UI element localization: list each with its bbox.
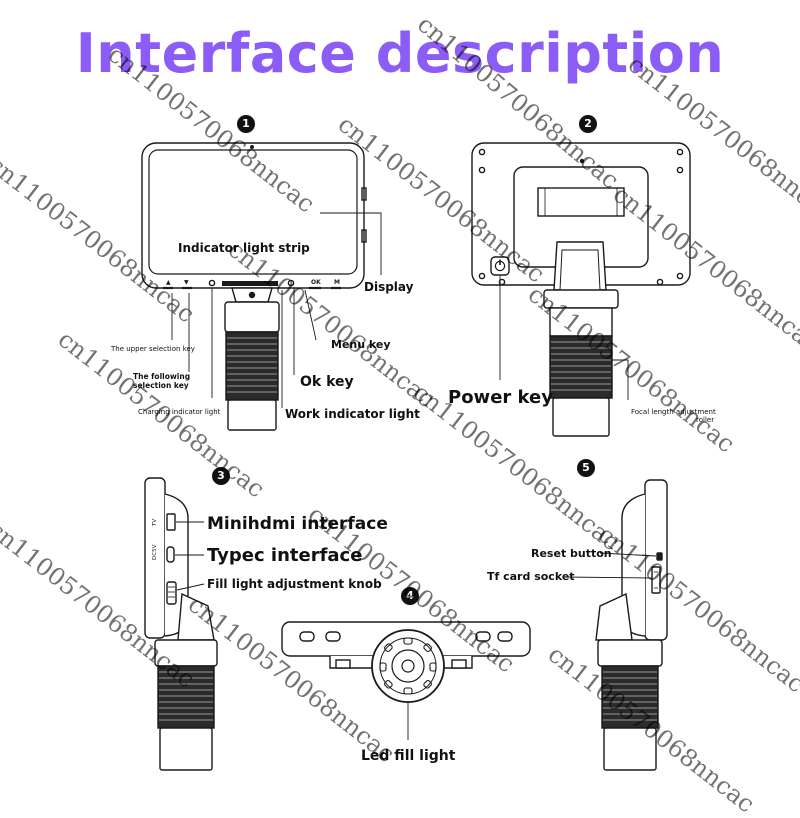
view-5-number: 5 bbox=[577, 459, 595, 477]
ok-button[interactable]: OK bbox=[311, 279, 321, 286]
led-fill-light-icon bbox=[379, 637, 437, 695]
charging-indicator-icon bbox=[208, 279, 216, 287]
label-tf-card-socket: Tf card socket bbox=[487, 570, 575, 583]
minihdmi-port-icon bbox=[166, 513, 176, 531]
view-2-number: 2 bbox=[579, 115, 597, 133]
front-buttons: ▲ ▼ OK M bbox=[166, 279, 340, 286]
label-charging-indicator-light: Charging indicator light bbox=[138, 408, 221, 416]
label-focal-length-roller-line2: roller bbox=[696, 416, 715, 424]
indicator-strip-bar bbox=[222, 281, 278, 286]
svg-text:DC5V: DC5V bbox=[152, 544, 158, 560]
bottom-view bbox=[281, 621, 531, 740]
label-typec-interface: Typec interface bbox=[207, 545, 363, 566]
label-focal-length-roller-line1: Focal length adjustment bbox=[631, 408, 716, 416]
up-selection-button[interactable]: ▲ bbox=[166, 279, 171, 286]
fill-light-knob-icon bbox=[166, 581, 177, 605]
down-selection-button[interactable]: ▼ bbox=[184, 279, 189, 286]
svg-text:TV: TV bbox=[152, 519, 158, 527]
label-menu-key: Menu key bbox=[331, 338, 391, 351]
label-upper-selection-key: The upper selection key bbox=[111, 345, 195, 353]
left-side-view: TV DC5V bbox=[144, 477, 218, 771]
front-view: ▲ ▼ OK M bbox=[141, 142, 382, 431]
typec-port-icon bbox=[166, 546, 175, 563]
label-led-fill-light: Led fill light bbox=[361, 748, 456, 764]
right-side-view bbox=[562, 479, 668, 771]
label-ok-key: Ok key bbox=[300, 374, 354, 390]
label-reset-button: Reset button bbox=[531, 547, 612, 560]
view-4-number: 4 bbox=[401, 587, 419, 605]
label-power-key: Power key bbox=[448, 387, 553, 408]
view-1-number: 1 bbox=[237, 115, 255, 133]
device-illustrations: ▲ ▼ OK M bbox=[141, 142, 691, 771]
page-title: Interface description bbox=[75, 22, 725, 85]
menu-button[interactable]: M bbox=[334, 279, 340, 286]
label-following-selection-key-line2: selection key bbox=[133, 381, 189, 390]
view-3-number: 3 bbox=[212, 467, 230, 485]
label-following-selection-key-line1: The following bbox=[133, 372, 191, 381]
label-work-indicator-light: Work indicator light bbox=[285, 407, 420, 421]
label-display: Display bbox=[364, 280, 414, 294]
power-icon[interactable] bbox=[490, 256, 510, 276]
back-view bbox=[471, 142, 691, 437]
interface-diagram: Interface description ▲ ▼ OK M bbox=[0, 10, 800, 818]
reset-button-icon[interactable] bbox=[656, 552, 663, 561]
label-indicator-light-strip: Indicator light strip bbox=[178, 241, 310, 255]
label-fill-light-adjustment-knob: Fill light adjustment knob bbox=[207, 577, 382, 591]
label-minihdmi-interface: Minihdmi interface bbox=[207, 514, 388, 534]
tf-card-slot-icon bbox=[651, 566, 661, 594]
work-indicator-icon bbox=[287, 279, 295, 287]
